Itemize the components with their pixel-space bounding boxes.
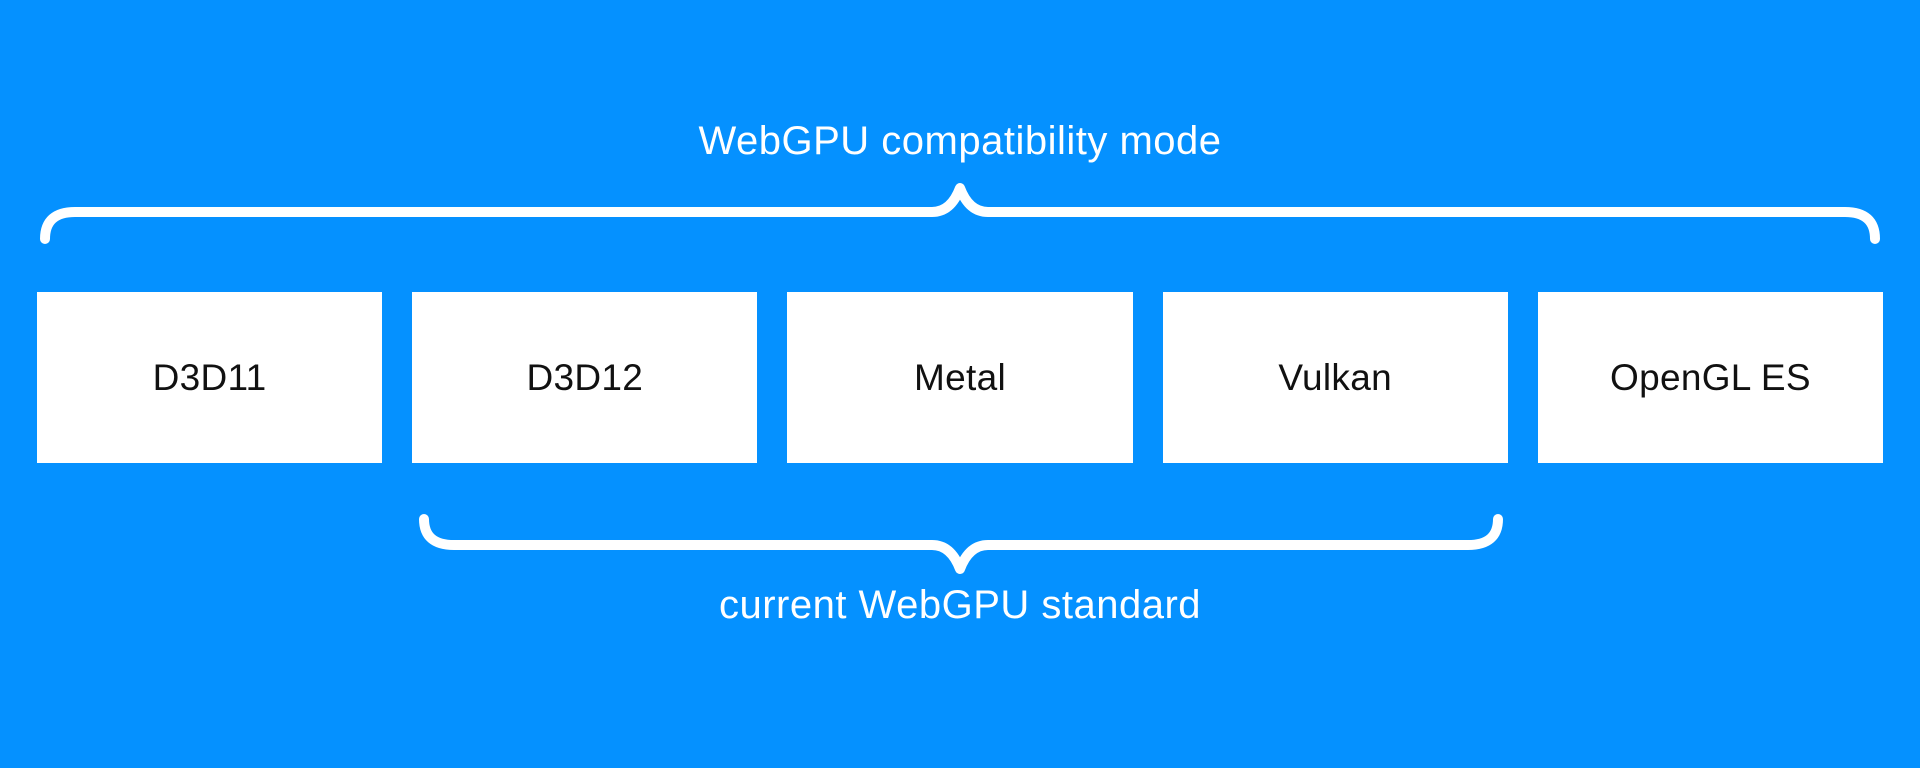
api-box-label: Metal bbox=[914, 356, 1006, 398]
api-box-d3d11: D3D11 bbox=[37, 292, 383, 463]
api-box-label: D3D11 bbox=[152, 356, 267, 398]
api-box-opengl-es: OpenGL ES bbox=[1537, 292, 1884, 463]
api-box-label: D3D12 bbox=[526, 356, 644, 398]
api-boxes-row: D3D11 D3D12 Metal Vulkan OpenGL ES bbox=[37, 292, 1884, 463]
api-box-vulkan: Vulkan bbox=[1162, 292, 1508, 463]
top-brace bbox=[40, 183, 1880, 244]
api-box-d3d12: D3D12 bbox=[412, 292, 758, 463]
bottom-brace-label: current WebGPU standard bbox=[718, 583, 1202, 627]
top-brace-label: WebGPU compatibility mode bbox=[698, 119, 1222, 163]
api-box-label: Vulkan bbox=[1278, 356, 1392, 398]
api-box-metal: Metal bbox=[787, 292, 1133, 463]
api-box-label: OpenGL ES bbox=[1609, 356, 1811, 398]
bottom-brace bbox=[419, 514, 1503, 574]
